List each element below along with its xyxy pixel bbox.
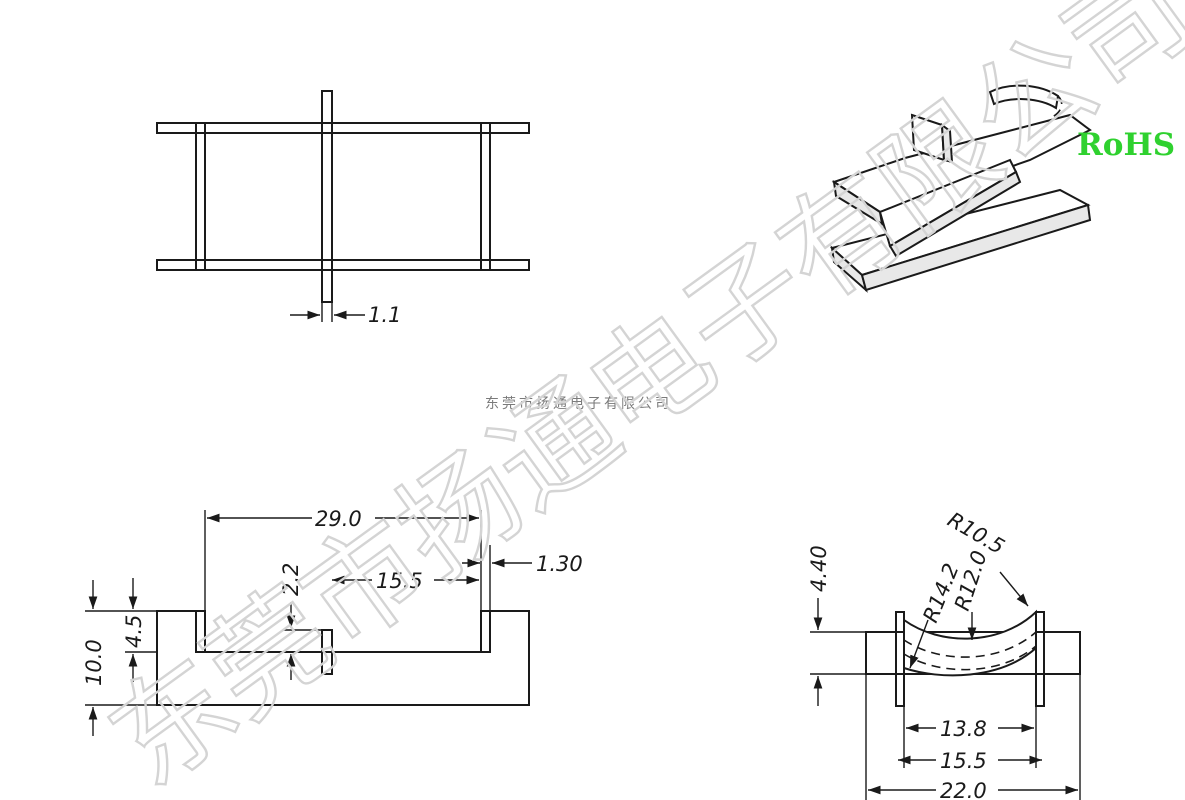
company-caption: 东莞市扬通电子有限公司 — [485, 395, 672, 412]
top-view: 1.1 — [156, 90, 530, 327]
rohs-badge: RoHS — [1077, 127, 1175, 163]
dim-lower-label: 4.5 — [122, 615, 146, 648]
dim-tab-label: 1.30 — [536, 552, 583, 576]
dim-height-label: 10.0 — [82, 639, 106, 686]
dim-side-w2-label: 15.5 — [940, 749, 987, 773]
dim-side-w3-label: 22.0 — [940, 779, 987, 800]
watermark-text: 东莞市扬通电子有限公司 — [85, 0, 1185, 800]
dim-width-label: 29.0 — [315, 507, 362, 531]
side-view: 4.40 R10.5 R12.0 R14.2 13.8 15.5 22.0 — [807, 508, 1081, 800]
dim-side-w1-label: 13.8 — [940, 717, 987, 741]
dim-slot-label: 2.2 — [279, 563, 303, 596]
dim-side-height-label: 4.40 — [807, 545, 831, 592]
dim-inner-label: 15.5 — [376, 569, 423, 593]
isometric-view — [829, 84, 1092, 293]
front-view: 29.0 15.5 1.30 2.2 10.0 4.5 — [82, 507, 583, 736]
dim-thickness-label: 1.1 — [368, 303, 401, 327]
